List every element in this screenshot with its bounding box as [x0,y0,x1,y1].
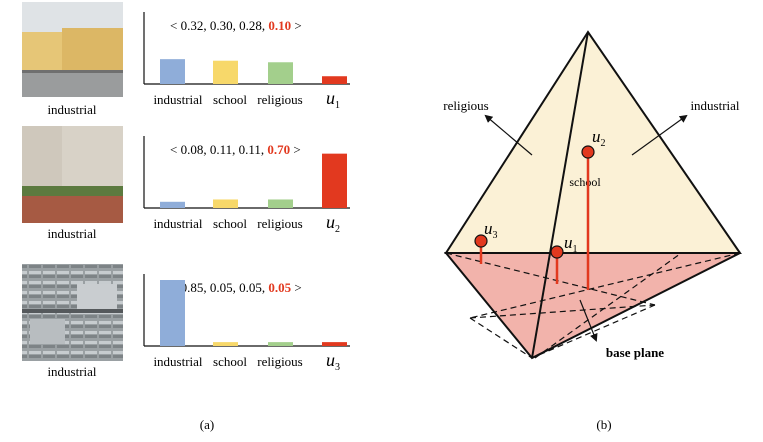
religious-arrow [484,114,533,156]
category-label: religious [257,92,303,107]
u-symbol: u [326,212,335,232]
base-plane-region [443,252,741,360]
prob-value-4: 0.70 [267,142,290,157]
close-bracket: > [290,142,301,157]
u2-label: u2 [592,127,606,149]
u-symbol: u [326,350,335,370]
base-plane-label: base plane [606,345,664,360]
prob-value-3: 0.11, [239,142,268,157]
caption-a: (a) [200,417,214,432]
open-bracket: < [170,142,181,157]
close-bracket: > [291,18,302,33]
open-bracket: < [170,18,181,33]
industrial-arrow [631,114,688,156]
bar-1 [160,59,185,84]
panel-row-2: industrial < 0.08, 0.11, 0.11, 0.70 > indu… [22,126,350,241]
prob-value-1: 0.08, [181,142,210,157]
bar-1 [160,201,185,208]
hidden-edge-6 [469,304,656,319]
thumbnail-interior-wall-photo [22,126,123,223]
u3-point [474,234,488,248]
prob-value-2: 0.30, [210,18,239,33]
hidden-edge-4 [531,304,656,359]
u-subscript: 1 [335,100,340,111]
prob-value-3: 0.05, [239,280,268,295]
close-bracket: > [291,280,302,295]
bar-4 [322,76,347,84]
base-plane-arrow [579,299,598,342]
religious-label: religious [443,98,489,113]
probability-vector: < 0.32, 0.30, 0.28, 0.10 > [170,18,302,33]
thumbnail-wall-street-photo [22,2,123,97]
thumbnail-label: industrial [47,364,96,379]
prob-value-4: 0.10 [268,18,291,33]
bar-1 [160,280,185,346]
category-label: religious [257,216,303,231]
probability-vector: < 0.85, 0.05, 0.05, 0.05 > [170,280,302,295]
u1-point [550,245,564,259]
bar-2 [213,342,238,346]
curb [22,70,123,73]
yellow-wall-front [62,28,123,72]
u3-label: u3 [484,219,498,241]
prob-value-2: 0.11, [210,142,239,157]
hidden-edge-5 [469,317,533,359]
prob-value-3: 0.28, [239,18,268,33]
bar-3 [268,199,293,208]
hedge [22,186,123,196]
prob-value-2: 0.05, [210,280,239,295]
probability-vector: < 0.08, 0.11, 0.11, 0.70 > [170,142,301,157]
industrial-label: industrial [690,98,739,113]
bar-3 [268,62,293,84]
front-edge [531,31,589,359]
panel-a: industrial< 0.32, 0.30, 0.28, 0.10 >indu… [22,2,350,379]
u-symbol: u [326,88,335,108]
school-label: school [569,175,601,189]
hidden-edge-2 [469,252,741,319]
u2-point [581,145,595,159]
bar-4 [322,153,347,208]
u-label: u2 [326,212,340,235]
u-subscript: 3 [335,362,340,373]
u1-label: u1 [564,233,578,255]
category-label: industrial [153,92,202,107]
prob-value-1: 0.32, [181,18,210,33]
street [22,309,123,313]
prob-value-1: 0.85, [181,280,210,295]
planter [22,196,123,223]
category-label: school [213,216,247,231]
roof-block-2 [30,319,65,344]
caption-b: (b) [596,417,611,432]
thumbnail-label: industrial [47,102,96,117]
tetrahedron-diagram: religious industrial school base plane u… [443,30,742,360]
u-subscript: 2 [335,224,340,235]
u-label: u1 [326,88,340,111]
bar-2 [213,199,238,208]
prob-value-4: 0.05 [268,280,291,295]
category-label: school [213,92,247,107]
road [22,72,123,97]
u-label: u3 [326,350,340,373]
category-label: school [213,354,247,369]
bar-4 [322,342,347,346]
thumbnail-label: industrial [47,226,96,241]
bar-2 [213,60,238,84]
panel-row-1: industrial < 0.32, 0.30, 0.28, 0.10 > indu… [22,2,350,117]
category-label: religious [257,354,303,369]
bar-3 [268,342,293,346]
thumbnail-aerial-rooftops-photo [22,264,123,361]
category-label: industrial [153,354,202,369]
panel-row-3: industrial < 0.85, 0.05, 0.05, 0.05 > indu… [22,264,350,379]
category-label: industrial [153,216,202,231]
